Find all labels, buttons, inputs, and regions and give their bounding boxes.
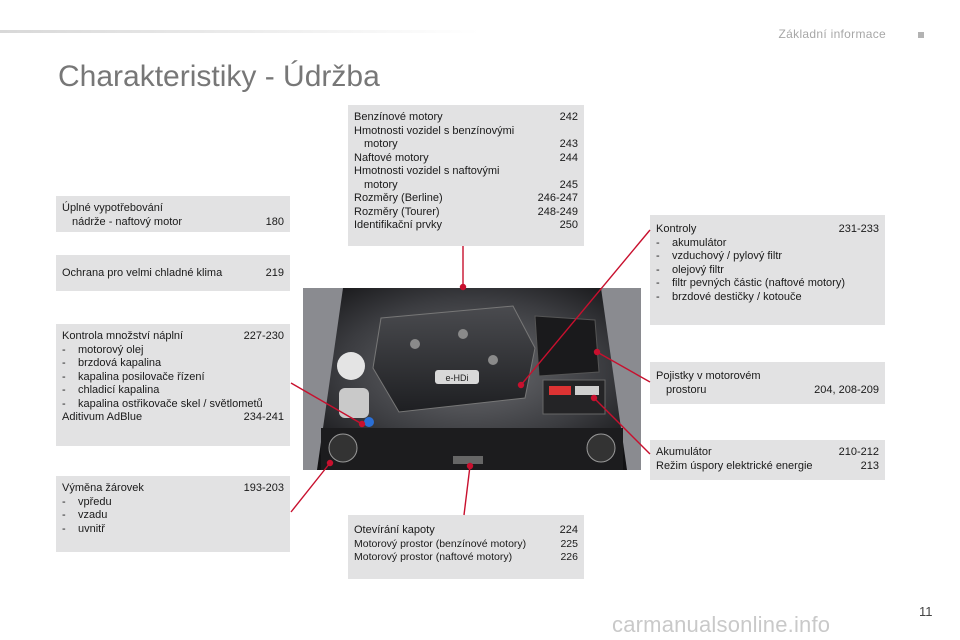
ehdi-badge-plate <box>435 370 479 384</box>
fuel-tank-line1: Úplné vypotřebování <box>62 202 163 214</box>
engine-bay-image: e-HDi <box>303 288 641 470</box>
fuel-tank-box: Úplné vypotřebování nádrže - naftový mot… <box>56 196 290 232</box>
fuses-line2: prostoru <box>666 383 707 396</box>
bonnet-row-label: Motorový prostor (naftové motory) <box>354 551 513 563</box>
adblue-label: Aditivum AdBlue <box>62 411 143 423</box>
fuses-box: Pojistky v motorovém prostoru 204, 208-2… <box>650 362 885 404</box>
bulbs-box: Výměna žárovek 193-203 -vpředu -vzadu -u… <box>56 476 290 552</box>
engines-row-page: 242 <box>559 111 578 123</box>
engines-row-label: motory <box>364 138 398 150</box>
engines-row-label: Naftové motory <box>354 151 429 164</box>
battery-row-label: Režim úspory elektrické energie <box>656 459 813 472</box>
list-item: -chladicí kapalina <box>62 384 160 396</box>
page-title: Charakteristiky - Údržba <box>58 60 380 93</box>
bonnet-row-label: Motorový prostor (benzínové motory) <box>354 537 527 550</box>
engines-row-label: Hmotnosti vozidel s naftovými <box>354 165 500 177</box>
adblue-page: 234-241 <box>243 411 284 423</box>
list-item: -akumulátor <box>656 236 727 249</box>
list-item: -uvnitř <box>62 522 105 535</box>
fluid-levels-box: Kontrola množství náplní 227-230 -motoro… <box>56 324 290 446</box>
engines-row-label: Identifikační prvky <box>354 219 443 231</box>
section-title: Základní informace <box>778 27 886 41</box>
bulbs-page: 193-203 <box>243 482 284 494</box>
list-item: -brzdové destičky / kotouče <box>656 290 802 303</box>
fuel-tank-line2: nádrže - naftový motor <box>72 215 183 228</box>
engines-row-page: 243 <box>559 138 578 150</box>
bonnet-row-page: 224 <box>559 524 578 536</box>
list-item: -filtr pevných částic (naftové motory) <box>656 277 846 289</box>
bonnet-box: Otevírání kapoty 224 Motorový prostor (be… <box>348 515 584 579</box>
list-item: -brzdová kapalina <box>62 357 162 369</box>
bonnet-row-page: 226 <box>560 551 578 563</box>
list-item: -motorový olej <box>62 343 144 356</box>
engines-row-label: Rozměry (Tourer) <box>354 205 440 218</box>
fuses-line1: Pojistky v motorovém <box>656 370 761 382</box>
checks-box: Kontroly 231-233 -akumulátor -vzduchový … <box>650 215 885 325</box>
engines-row-page: 244 <box>559 151 578 164</box>
engines-row-label: motory <box>364 178 398 191</box>
fuel-tank-page: 180 <box>265 215 284 228</box>
engines-row-page: 250 <box>559 219 578 231</box>
cold-climate-box: Ochrana pro velmi chladné klima 219 <box>56 255 290 291</box>
fluid-levels-page: 227-230 <box>243 330 284 342</box>
cold-climate-label: Ochrana pro velmi chladné klima <box>62 267 223 279</box>
engines-row-page: 248-249 <box>537 205 578 218</box>
cold-climate-page: 219 <box>265 267 284 279</box>
list-item: -vzadu <box>62 509 108 521</box>
page-number: 11 <box>919 604 933 619</box>
watermark: carmanualsonline.info <box>612 612 831 637</box>
engines-box: Benzínové motory 242 Hmotnosti vozidel s … <box>348 105 584 246</box>
engines-row-page: 245 <box>559 178 578 191</box>
header-rule <box>0 30 480 33</box>
callout-line <box>463 465 471 516</box>
checks-title: Kontroly <box>656 223 697 235</box>
bonnet-row-page: 225 <box>560 537 578 550</box>
fuses-page: 204, 208-209 <box>814 383 879 396</box>
engines-row-label: Hmotnosti vozidel s benzínovými <box>354 124 515 137</box>
fluid-levels-title: Kontrola množství náplní <box>62 330 184 342</box>
section-marker <box>918 32 924 38</box>
battery-row-page: 210-212 <box>838 446 879 458</box>
bonnet-row-label: Otevírání kapoty <box>354 524 435 536</box>
list-item: -vzduchový / pylový filtr <box>656 250 783 262</box>
list-item: -vpředu <box>62 495 112 508</box>
callout-line <box>290 462 331 513</box>
checks-page: 231-233 <box>838 223 879 235</box>
ehdi-badge: e-HDi <box>445 373 468 383</box>
engine-bay-drawing: e-HDi <box>303 288 641 470</box>
list-item: -kapalina ostřikovače skel / světlometů <box>62 397 263 410</box>
battery-row-label: Akumulátor <box>656 446 712 458</box>
battery-row-page: 213 <box>860 459 879 472</box>
bulbs-title: Výměna žárovek <box>62 482 144 494</box>
list-item: -olejový filtr <box>656 263 724 276</box>
list-item: -kapalina posilovače řízení <box>62 370 205 383</box>
engines-row-label: Rozměry (Berline) <box>354 192 443 204</box>
battery-box: Akumulátor 210-212 Režim úspory elektrick… <box>650 440 885 480</box>
engines-row-page: 246-247 <box>537 192 578 204</box>
engines-row-label: Benzínové motory <box>354 111 443 123</box>
